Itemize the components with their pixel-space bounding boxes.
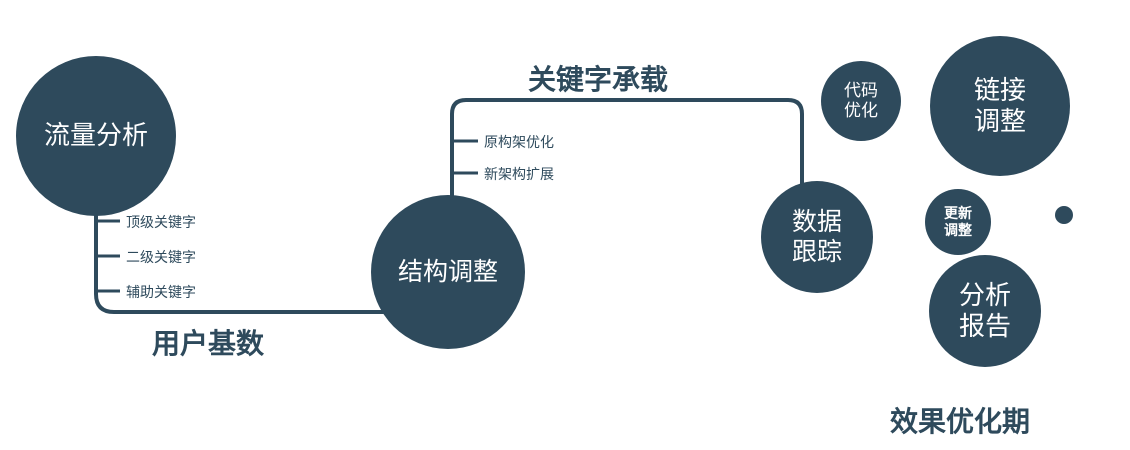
node-analysis-report: 分析 报告 [929,255,1041,367]
branch-auxiliary-keyword: 辅助关键字 [126,284,196,300]
node-traffic-analysis: 流量分析 [16,56,176,216]
edge-label-keyword-carry: 关键字承载 [528,64,669,95]
branch-new-arch-expand: 新架构扩展 [484,166,554,182]
branch-second-level-keyword: 二级关键字 [126,249,196,265]
edge-label-user-base: 用户基数 [152,328,265,359]
node-structure-adjust: 结构调整 [371,195,525,349]
branch-original-arch-optimize: 原构架优化 [484,134,554,150]
node-link-adjust: 链接 调整 [930,36,1070,176]
branch-top-level-keyword: 顶级关键字 [126,214,196,230]
caption-effect-optimization-period: 效果优化期 [890,406,1031,437]
node-update-adjust: 更新 调整 [925,189,991,255]
node-data-tracking: 数据 跟踪 [761,181,873,293]
edge-traffic-to-structure [94,208,384,314]
node-code-optimize: 代码 优化 [821,61,901,141]
node-small-dot [1055,206,1073,224]
edge-structure-to-tracking [450,98,804,200]
